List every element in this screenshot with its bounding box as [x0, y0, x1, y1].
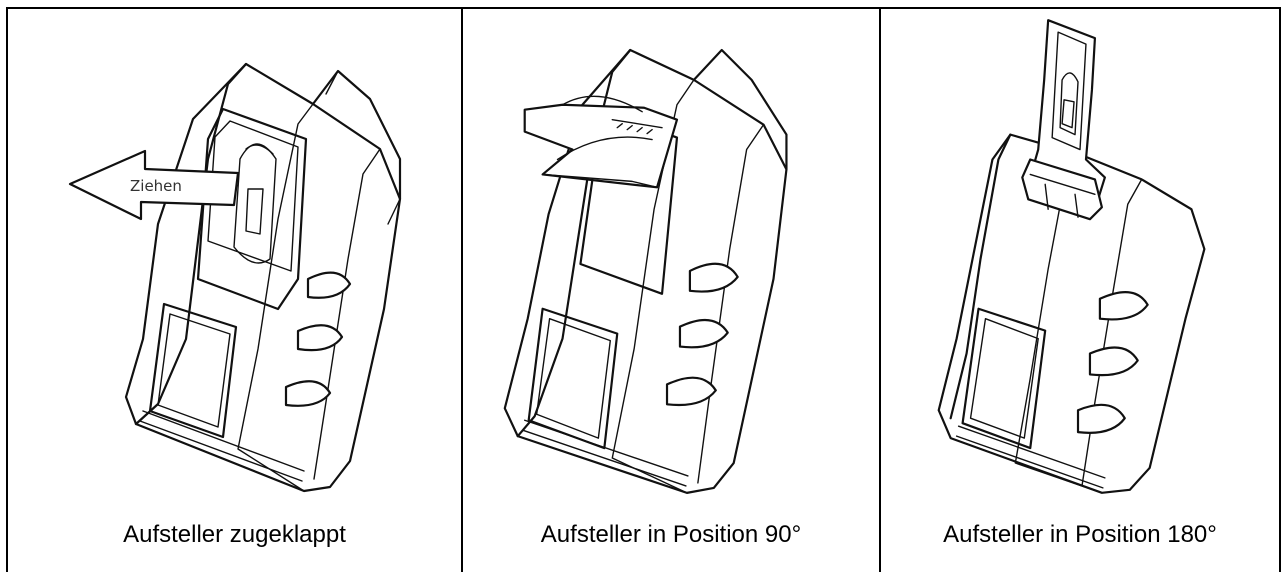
device-stand-90-drawing	[503, 48, 788, 494]
device-stand-180-drawing	[937, 19, 1206, 494]
figure-table: Ziehen Aufsteller zugeklappt	[6, 7, 1281, 572]
caption-stand-90: Aufsteller in Position 90°	[540, 521, 802, 548]
device-stand-closed-drawing: Ziehen	[68, 62, 402, 493]
panel-stand-90: Aufsteller in Position 90°	[461, 9, 879, 572]
arrow-label: Ziehen	[130, 177, 182, 195]
caption-stand-180: Aufsteller in Position 180°	[943, 521, 1217, 548]
panel-stand-180: Aufsteller in Position 180°	[879, 9, 1279, 572]
panel-stand-closed: Ziehen Aufsteller zugeklappt	[8, 9, 461, 572]
caption-stand-closed: Aufsteller zugeklappt	[123, 521, 346, 548]
